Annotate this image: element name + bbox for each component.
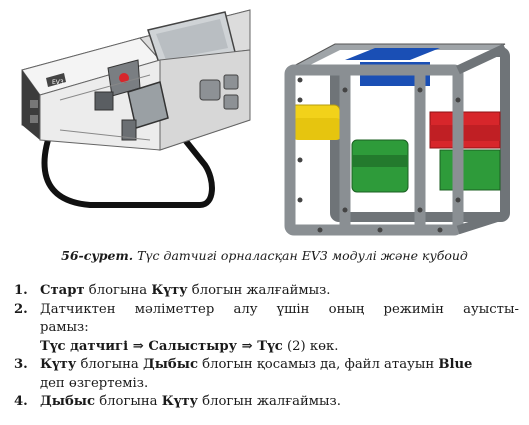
figure-illustration: EV3 (21, 9, 510, 236)
step-text: Датчиктен мәліметтер алу үшін оның режим… (40, 301, 519, 357)
step-number: 2. (14, 301, 28, 317)
step-number: 1. (14, 283, 28, 298)
brick-ev3-label: EV3 (52, 79, 64, 86)
list-item: 2. Датчиктен мәліметтер алу үшін оның ре… (14, 301, 519, 357)
step-line: Датчиктен мәліметтер алу үшін оның режим… (40, 301, 519, 317)
step-number: 4. (14, 394, 28, 409)
ev3-brick-image: EV3 (21, 9, 251, 208)
figure-caption: 56-сурет. Түс датчигі орналасқан EV3 мод… (0, 248, 529, 263)
cuboid-image (284, 43, 510, 236)
step-path: Түс датчигі ⇒ Салыстыру ⇒ Түс (2) көк. (40, 338, 339, 354)
list-item: 4. Дыбыс блогына Күту блогын жалғаймыз. (14, 393, 519, 412)
step-text: Дыбыс блогына Күту блогын жалғаймыз. (40, 394, 341, 409)
steps-list: 1. Старт блогына Күту блогын жалғаймыз. … (14, 282, 519, 412)
list-item: 3. Күту блогына Дыбыс блогын қосамыз да,… (14, 356, 519, 393)
list-item: 1. Старт блогына Күту блогын жалғаймыз. (14, 282, 519, 301)
step-text: Старт блогына Күту блогын жалғаймыз. (40, 283, 331, 298)
step-text: Күту блогына Дыбыс блогын қосамыз да, фа… (40, 357, 473, 391)
step-number: 3. (14, 357, 28, 372)
caption-text: Түс датчигі орналасқан EV3 модулі және к… (137, 248, 468, 263)
caption-label: 56-сурет. (61, 248, 134, 263)
